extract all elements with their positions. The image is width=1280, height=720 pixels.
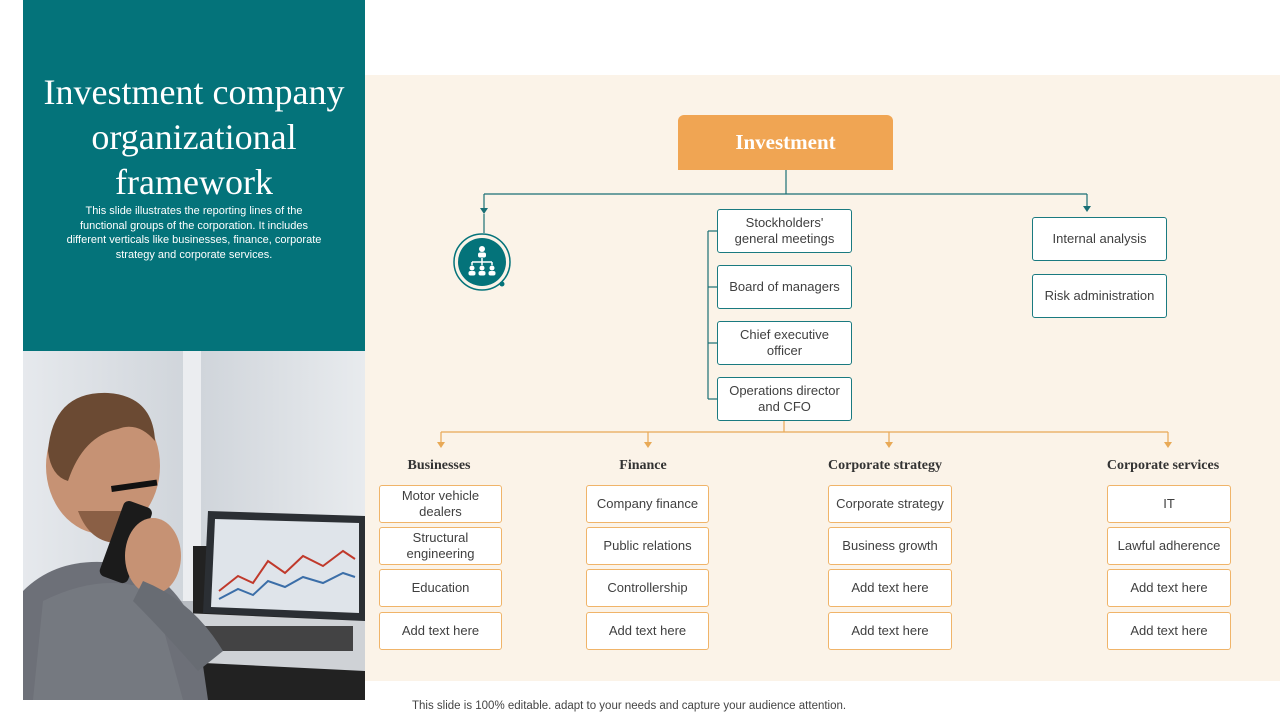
node-chief-executive-officer: Chief executive officer [717, 321, 852, 365]
list-item: IT [1107, 485, 1231, 523]
list-item: Add text here [379, 612, 502, 650]
list-item: Add text here [828, 569, 952, 607]
node-stockholders-meetings: Stockholders' general meetings [717, 209, 852, 253]
list-item: Education [379, 569, 502, 607]
column-heading-corporate-services: Corporate services [1106, 458, 1220, 473]
column-heading-finance: Finance [619, 458, 667, 473]
list-item: Controllership [586, 569, 709, 607]
node-operations-director-cfo: Operations director and CFO [717, 377, 852, 421]
list-item: Add text here [1107, 569, 1231, 607]
list-item: Add text here [586, 612, 709, 650]
node-internal-analysis: Internal analysis [1032, 217, 1167, 261]
root-node-investment: Investment [678, 115, 893, 170]
list-item: Structural engineering [379, 527, 502, 565]
list-item: Business growth [828, 527, 952, 565]
column-heading-corporate-strategy: Corporate strategy [828, 458, 942, 473]
footer-note: This slide is 100% editable. adapt to yo… [412, 700, 847, 712]
list-item: Company finance [586, 485, 709, 523]
list-item: Add text here [1107, 612, 1231, 650]
slide-title: Investment company organizational framew… [43, 72, 345, 202]
column-heading-businesses: Businesses [407, 458, 471, 473]
org-chart-icon [453, 233, 511, 291]
slide-subtitle: This slide illustrates the reporting lin… [66, 205, 322, 261]
title-panel: Investment company organizational framew… [23, 0, 365, 351]
list-item: Corporate strategy [828, 485, 952, 523]
list-item: Public relations [586, 527, 709, 565]
list-item: Lawful adherence [1107, 527, 1231, 565]
list-item: Add text here [828, 612, 952, 650]
node-risk-administration: Risk administration [1032, 274, 1167, 318]
list-item: Motor vehicle dealers [379, 485, 502, 523]
man-on-phone-photo [23, 351, 365, 700]
node-board-of-managers: Board of managers [717, 265, 852, 309]
